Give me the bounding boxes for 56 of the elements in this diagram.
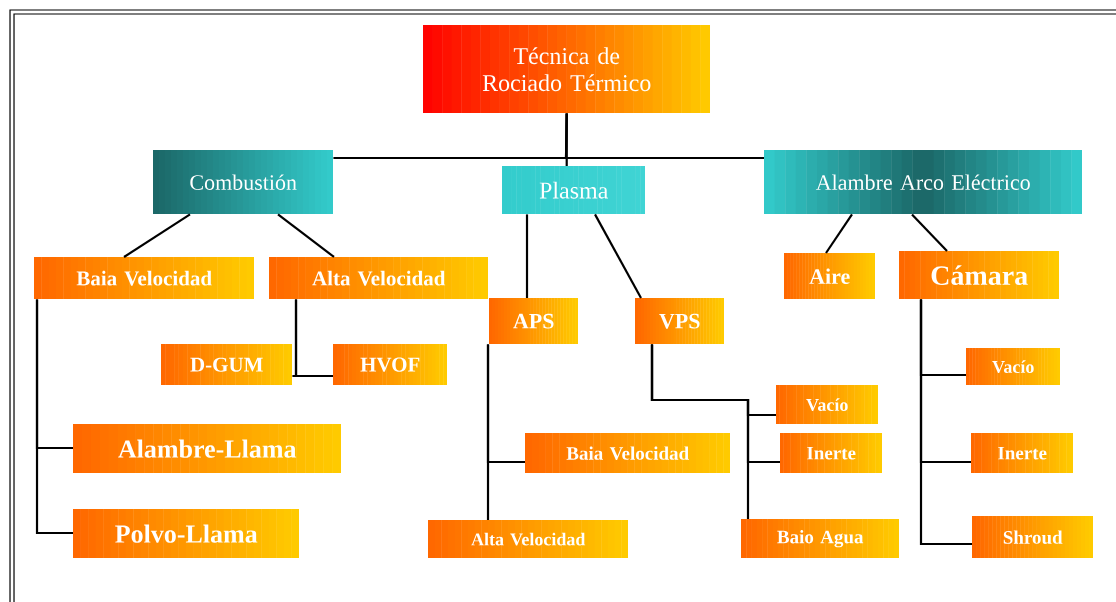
method-box: APS (489, 298, 578, 344)
connector-line (564, 113, 764, 160)
method-box: Baia Velocidad (525, 433, 730, 473)
node-label: Shroud (1003, 530, 1063, 544)
node-label: VPS (659, 313, 700, 329)
node-label: Polvo-Llama (115, 524, 258, 543)
method-box: Baio Agua (741, 519, 899, 558)
category-box: Alambre Arco Eléctrico (764, 150, 1082, 214)
category-box: Combustión (153, 150, 333, 214)
node-label: Alta Velocidad (312, 270, 446, 286)
method-box: Inerte (971, 433, 1073, 473)
node-label: APS (513, 313, 554, 329)
node-label: Inerte (807, 446, 856, 460)
method-box: Vacío (776, 385, 878, 424)
node-label: Alambre Arco Eléctrico (815, 174, 1030, 190)
connector-line (594, 213, 642, 299)
method-box: Shroud (972, 516, 1093, 558)
heading-box: Técnica de Rociado Térmico (423, 25, 710, 113)
method-box: Inerte (780, 433, 882, 473)
method-box: VPS (635, 298, 724, 344)
connector-line (123, 213, 191, 258)
node-label: Baia Velocidad (566, 446, 689, 460)
connector-line (650, 344, 750, 519)
method-box: Alta Velocidad (428, 520, 628, 558)
node-label: Aire (809, 268, 850, 284)
node-label: Baia Velocidad (76, 270, 212, 286)
method-box: Aire (784, 253, 875, 299)
method-box: Cámara (899, 251, 1059, 299)
node-label: Vacío (806, 398, 848, 412)
method-box: Baia Velocidad (34, 257, 254, 299)
connector-line (919, 299, 972, 546)
node-label: Cámara (931, 265, 1028, 286)
node-label: HVOF (360, 357, 420, 372)
node-label: Plasma (539, 181, 609, 199)
connector-line (486, 344, 490, 520)
connector-line (35, 299, 73, 535)
connector-line (294, 299, 333, 378)
method-box: D-GUM (161, 344, 292, 385)
method-box: Alambre-Llama (73, 424, 341, 473)
node-label: Inerte (998, 446, 1047, 460)
connector-line (277, 213, 335, 258)
node-label: Alta Velocidad (471, 532, 586, 546)
node-label: Alambre-Llama (118, 439, 297, 458)
node-label: D-GUM (190, 357, 263, 372)
method-box: HVOF (333, 344, 447, 385)
method-box: Vacío (966, 348, 1060, 385)
connector-line (911, 213, 948, 252)
node-label: Vacío (992, 360, 1034, 374)
connector-line (825, 213, 853, 254)
category-box: Plasma (502, 166, 645, 214)
method-box: Alta Velocidad (269, 257, 488, 299)
node-label: Técnica de Rociado Térmico (482, 47, 651, 92)
node-label: Combustión (190, 174, 297, 190)
connector-line (525, 214, 529, 298)
method-box: Polvo-Llama (73, 509, 299, 558)
node-label: Baio Agua (777, 530, 864, 548)
